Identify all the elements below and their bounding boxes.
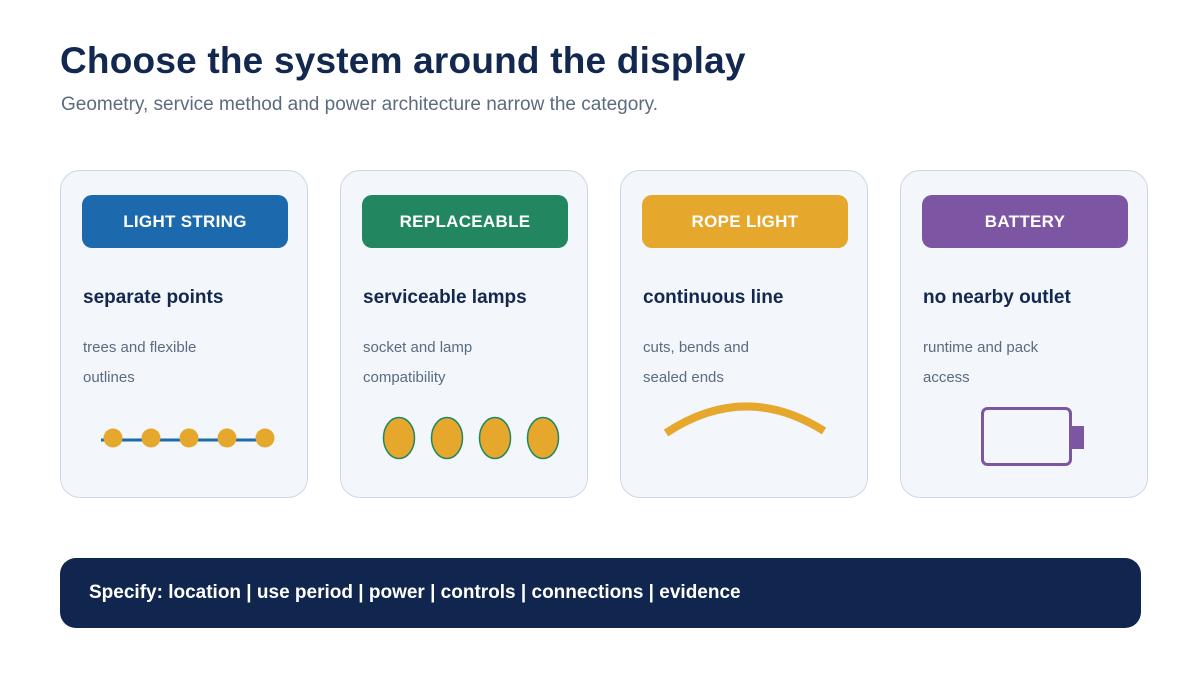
battery-icon <box>981 407 1084 466</box>
page-subtitle: Geometry, service method and power archi… <box>61 94 659 115</box>
spec-banner-text: Specify: location | use period | power |… <box>89 582 741 603</box>
spec-banner: Specify: location | use period | power |… <box>60 558 1141 628</box>
card-heading: separate points <box>83 287 224 308</box>
card-rope-light: ROPE LIGHT continuous line cuts, bends a… <box>620 170 868 498</box>
badge-replaceable: REPLACEABLE <box>362 195 568 248</box>
card-description: socket and lamp compatibility <box>363 339 473 386</box>
card-heading: serviceable lamps <box>363 287 527 308</box>
card-battery: BATTERY no nearby outlet runtime and pac… <box>900 170 1148 498</box>
card-heading: no nearby outlet <box>923 287 1071 308</box>
rope-arc-icon <box>663 402 827 437</box>
badge-battery: BATTERY <box>922 195 1128 248</box>
card-light-string: LIGHT STRING separate points trees and f… <box>60 170 308 498</box>
card-description: runtime and pack access <box>923 339 1039 386</box>
bulbs-icon <box>382 416 560 460</box>
card-description: trees and flexible outlines <box>83 339 197 386</box>
page-title: Choose the system around the display <box>60 40 746 81</box>
card-replaceable: REPLACEABLE serviceable lamps socket and… <box>340 170 588 498</box>
badge-rope-light: ROPE LIGHT <box>642 195 848 248</box>
badge-light-string: LIGHT STRING <box>82 195 288 248</box>
string-lights-icon <box>101 428 275 448</box>
card-description: cuts, bends and sealed ends <box>643 339 749 386</box>
card-heading: continuous line <box>643 287 784 308</box>
